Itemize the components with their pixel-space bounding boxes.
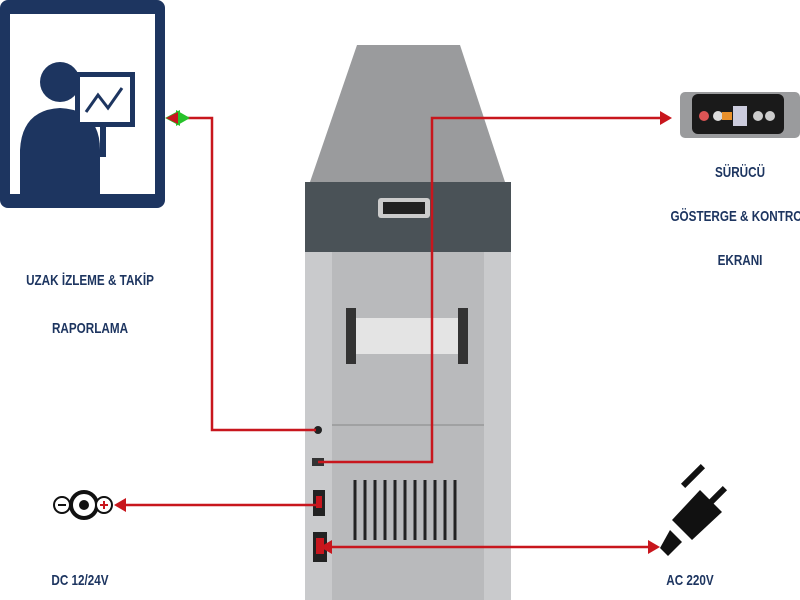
arrowheads: [114, 110, 672, 554]
display-label-line3: EKRANI: [717, 252, 763, 269]
connection-lines: [122, 116, 664, 549]
remote-label-line2: RAPORLAMA: [51, 320, 129, 337]
display-label-line1: SÜRÜCÜ: [714, 164, 766, 181]
dc-label: DC 12/24V: [51, 572, 109, 589]
remote-label-line1: UZAK İZLEME & TAKİP: [26, 272, 154, 289]
display-panel-icon: [680, 92, 800, 138]
ac-label: AC 220V: [666, 572, 714, 589]
ac-plug-icon: [660, 463, 728, 556]
machine-unit: [305, 45, 511, 600]
dc-plug-icon: [53, 490, 113, 520]
display-label-line2: GÖSTERGE & KONTROL: [670, 208, 800, 225]
remote-monitor-icon: [0, 0, 165, 208]
